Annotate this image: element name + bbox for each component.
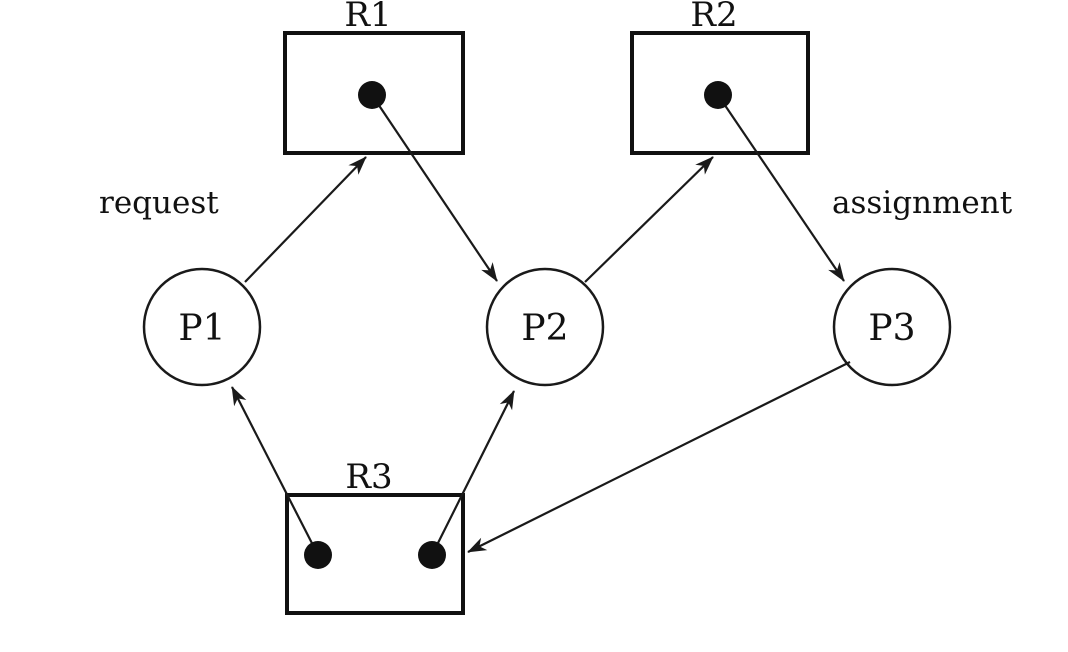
assignment-edge-R3-to-P2: [431, 390, 515, 556]
process-label-P3: P3: [868, 308, 915, 349]
resource-label-R2: R2: [690, 0, 737, 35]
resource-label-R3: R3: [345, 457, 392, 497]
request-edge-P1-to-R1: [244, 156, 367, 283]
edges-layer: [231, 94, 851, 556]
request-edge-P3-to-R3: [467, 361, 851, 553]
assignment-edge-R3-to-P1: [231, 386, 319, 556]
assignment-edge-R2-to-P3: [717, 94, 845, 282]
resource-label-R1: R1: [344, 0, 391, 35]
resource-instance-dots-layer: [304, 81, 732, 569]
resource-instance-dot-R1-1: [358, 81, 386, 109]
assignment-edge-R1-to-P2: [371, 94, 498, 282]
assignment-edge-label: assignment: [832, 185, 1013, 221]
process-label-P2: P2: [521, 308, 568, 349]
process-node-P2: [485, 267, 605, 387]
request-edge-P2-to-R2: [584, 156, 714, 283]
process-node-P1: [142, 267, 262, 387]
process-label-P1: P1: [178, 308, 225, 349]
resource-instance-dot-R2-1: [704, 81, 732, 109]
resource-instance-dot-R3-1: [304, 541, 332, 569]
request-edge-label: request: [99, 185, 219, 221]
process-node-P3: [832, 267, 952, 387]
resource-instance-dot-R3-2: [418, 541, 446, 569]
